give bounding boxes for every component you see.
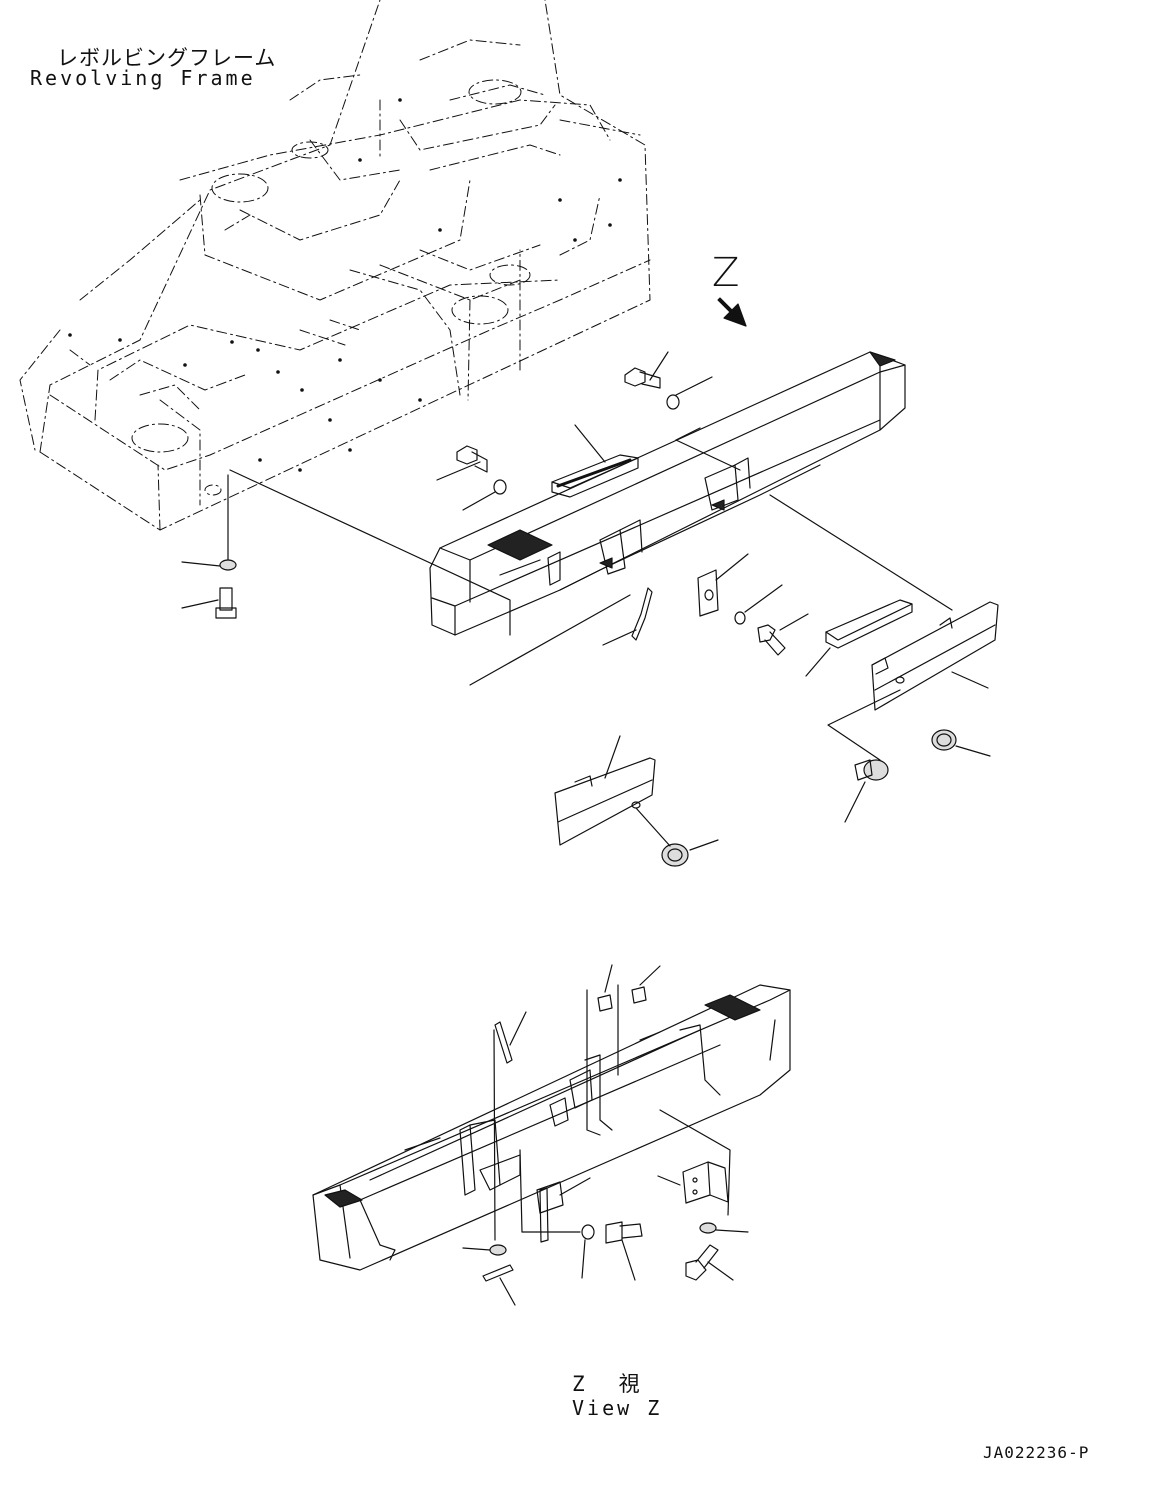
frame-label-english: Revolving Frame xyxy=(30,66,256,90)
washer-top-2 xyxy=(463,480,506,510)
view-z-washers xyxy=(463,1223,748,1278)
cover-left xyxy=(555,736,655,845)
grommet-left xyxy=(636,808,718,866)
plug-right xyxy=(828,690,900,822)
revolving-frame xyxy=(20,0,650,530)
frame-leader-2 xyxy=(230,470,510,635)
counterweight-view-z xyxy=(313,985,790,1270)
grommet-right xyxy=(932,730,990,756)
cover-right xyxy=(770,495,998,710)
hook-plate xyxy=(698,554,782,624)
view-z-hinge-left xyxy=(520,1150,590,1242)
washer-top-1 xyxy=(667,377,740,470)
counterweight-lifting-plate xyxy=(552,425,638,497)
bolt-middle xyxy=(758,614,808,655)
bolt-top-2 xyxy=(437,446,487,480)
view-z-marker-letter: Z xyxy=(712,250,740,296)
view-z-hinge-right xyxy=(658,1110,730,1215)
frame-label-japanese: レボルビングフレーム xyxy=(57,46,277,70)
view-z-bolts xyxy=(606,1222,733,1280)
bolt-top-1 xyxy=(625,352,668,388)
lever-pin xyxy=(470,588,652,685)
drawing-code: JA022236-P xyxy=(983,1443,1090,1462)
view-z-caption-english: View Z xyxy=(572,1396,663,1420)
view-z-caption-letter: Z xyxy=(572,1372,585,1396)
frame-bolt-holes xyxy=(68,98,622,472)
view-z-caption-char: 視 xyxy=(618,1372,640,1396)
bolt-left xyxy=(182,588,236,618)
washer-left xyxy=(182,560,236,570)
view-z-rod xyxy=(494,1012,526,1240)
view-z-clips xyxy=(587,965,660,1135)
rubber-bar xyxy=(806,600,912,676)
view-direction-arrow-icon xyxy=(718,298,746,326)
view-z-split-pin xyxy=(483,1265,515,1305)
counterweight-main xyxy=(430,352,905,635)
